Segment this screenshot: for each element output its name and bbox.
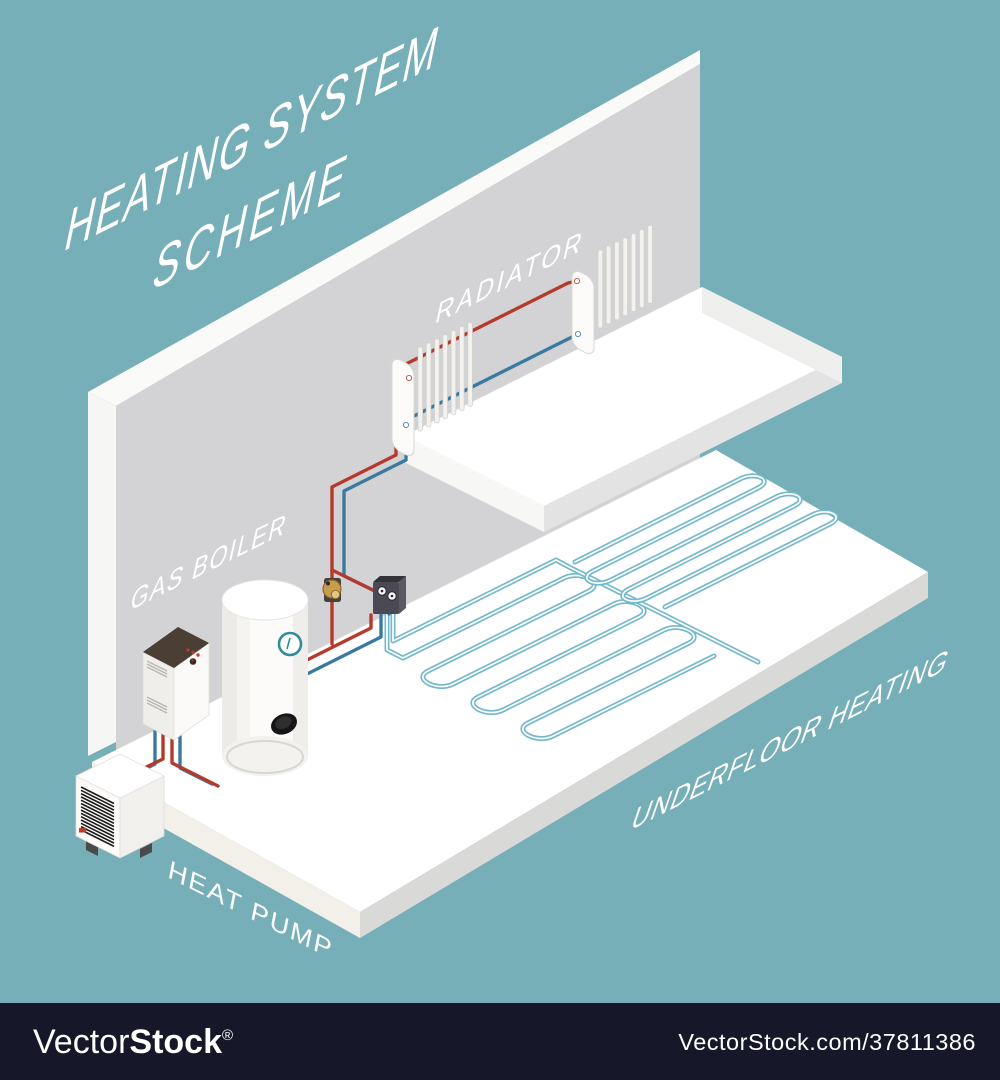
manifold-dial-dot-left (380, 589, 384, 593)
cold-pipe-tank-to-manifold (303, 613, 383, 677)
registered-mark: ® (222, 1027, 233, 1044)
upper-floor-slab (404, 287, 842, 532)
tank-right-facet (293, 600, 308, 756)
vectorstock-logo: VectorStock® (33, 1023, 233, 1061)
tank-top (221, 579, 309, 621)
pump-cap (330, 589, 341, 600)
wall-top-edge (88, 50, 700, 406)
slab-left-face (404, 436, 544, 532)
tank-gauge-needle (286, 637, 291, 650)
boiler-indicator-lights (186, 648, 200, 665)
heat-pump-top-face (75, 753, 165, 799)
radiator-right (571, 224, 653, 355)
tank-left-facet (222, 600, 237, 756)
gas-boiler-unit (142, 627, 210, 741)
distribution-manifold (373, 576, 406, 614)
radiator-right-hot-port (574, 277, 581, 284)
heat-pump-foot-right (140, 843, 152, 858)
watermark-bar: VectorStock® VectorStock.com/37811386 (0, 1003, 1000, 1080)
radiator-left (391, 321, 473, 457)
vectorstock-logo-light: Vector (33, 1023, 129, 1061)
boiler-vents (146, 660, 168, 714)
tank-facet (237, 600, 250, 756)
underfloor-coil-right (572, 473, 839, 610)
radiator-left-panel (391, 358, 415, 457)
tank-gauge (277, 631, 303, 657)
pump-knob (326, 581, 330, 586)
radiator-left-fins (417, 321, 473, 432)
vectorstock-logo-bold: Stock (129, 1023, 222, 1061)
circulation-pump (322, 578, 342, 602)
manifold-side (399, 576, 406, 614)
floor-side-right (360, 572, 928, 938)
radiator-right-fins (597, 224, 653, 329)
heat-pump-unit (75, 753, 165, 859)
tank-port (271, 713, 297, 735)
slab-end-face (702, 287, 842, 383)
wall-left-edge (88, 392, 116, 756)
heat-pump-foot-left (86, 841, 98, 856)
slab-top (404, 287, 842, 506)
storage-tank (221, 579, 309, 776)
hot-pipe-tank-to-manifold (303, 613, 373, 663)
underfloor-coil-left (384, 573, 717, 741)
heat-pump-logo (79, 828, 86, 833)
vectorstock-url: VectorStock.com/37811386 (678, 1029, 976, 1055)
radiator-left-cold-port (402, 421, 409, 428)
radiator-right-cold-port (575, 330, 582, 337)
hot-pipe-boiler-to-tank (170, 734, 220, 788)
manifold-top (373, 576, 406, 582)
underfloor-heating-coils (384, 473, 839, 741)
heat-pump-louvers (80, 786, 115, 848)
boiler-top-face (143, 627, 209, 668)
watermark-bar-bg (0, 1003, 1000, 1080)
tank-base (222, 736, 308, 776)
manifold-dial-dot-right (390, 594, 394, 598)
radiator-left-hot-port (405, 374, 412, 381)
tank-base-rim (226, 740, 304, 774)
slab-front-face (544, 357, 842, 532)
